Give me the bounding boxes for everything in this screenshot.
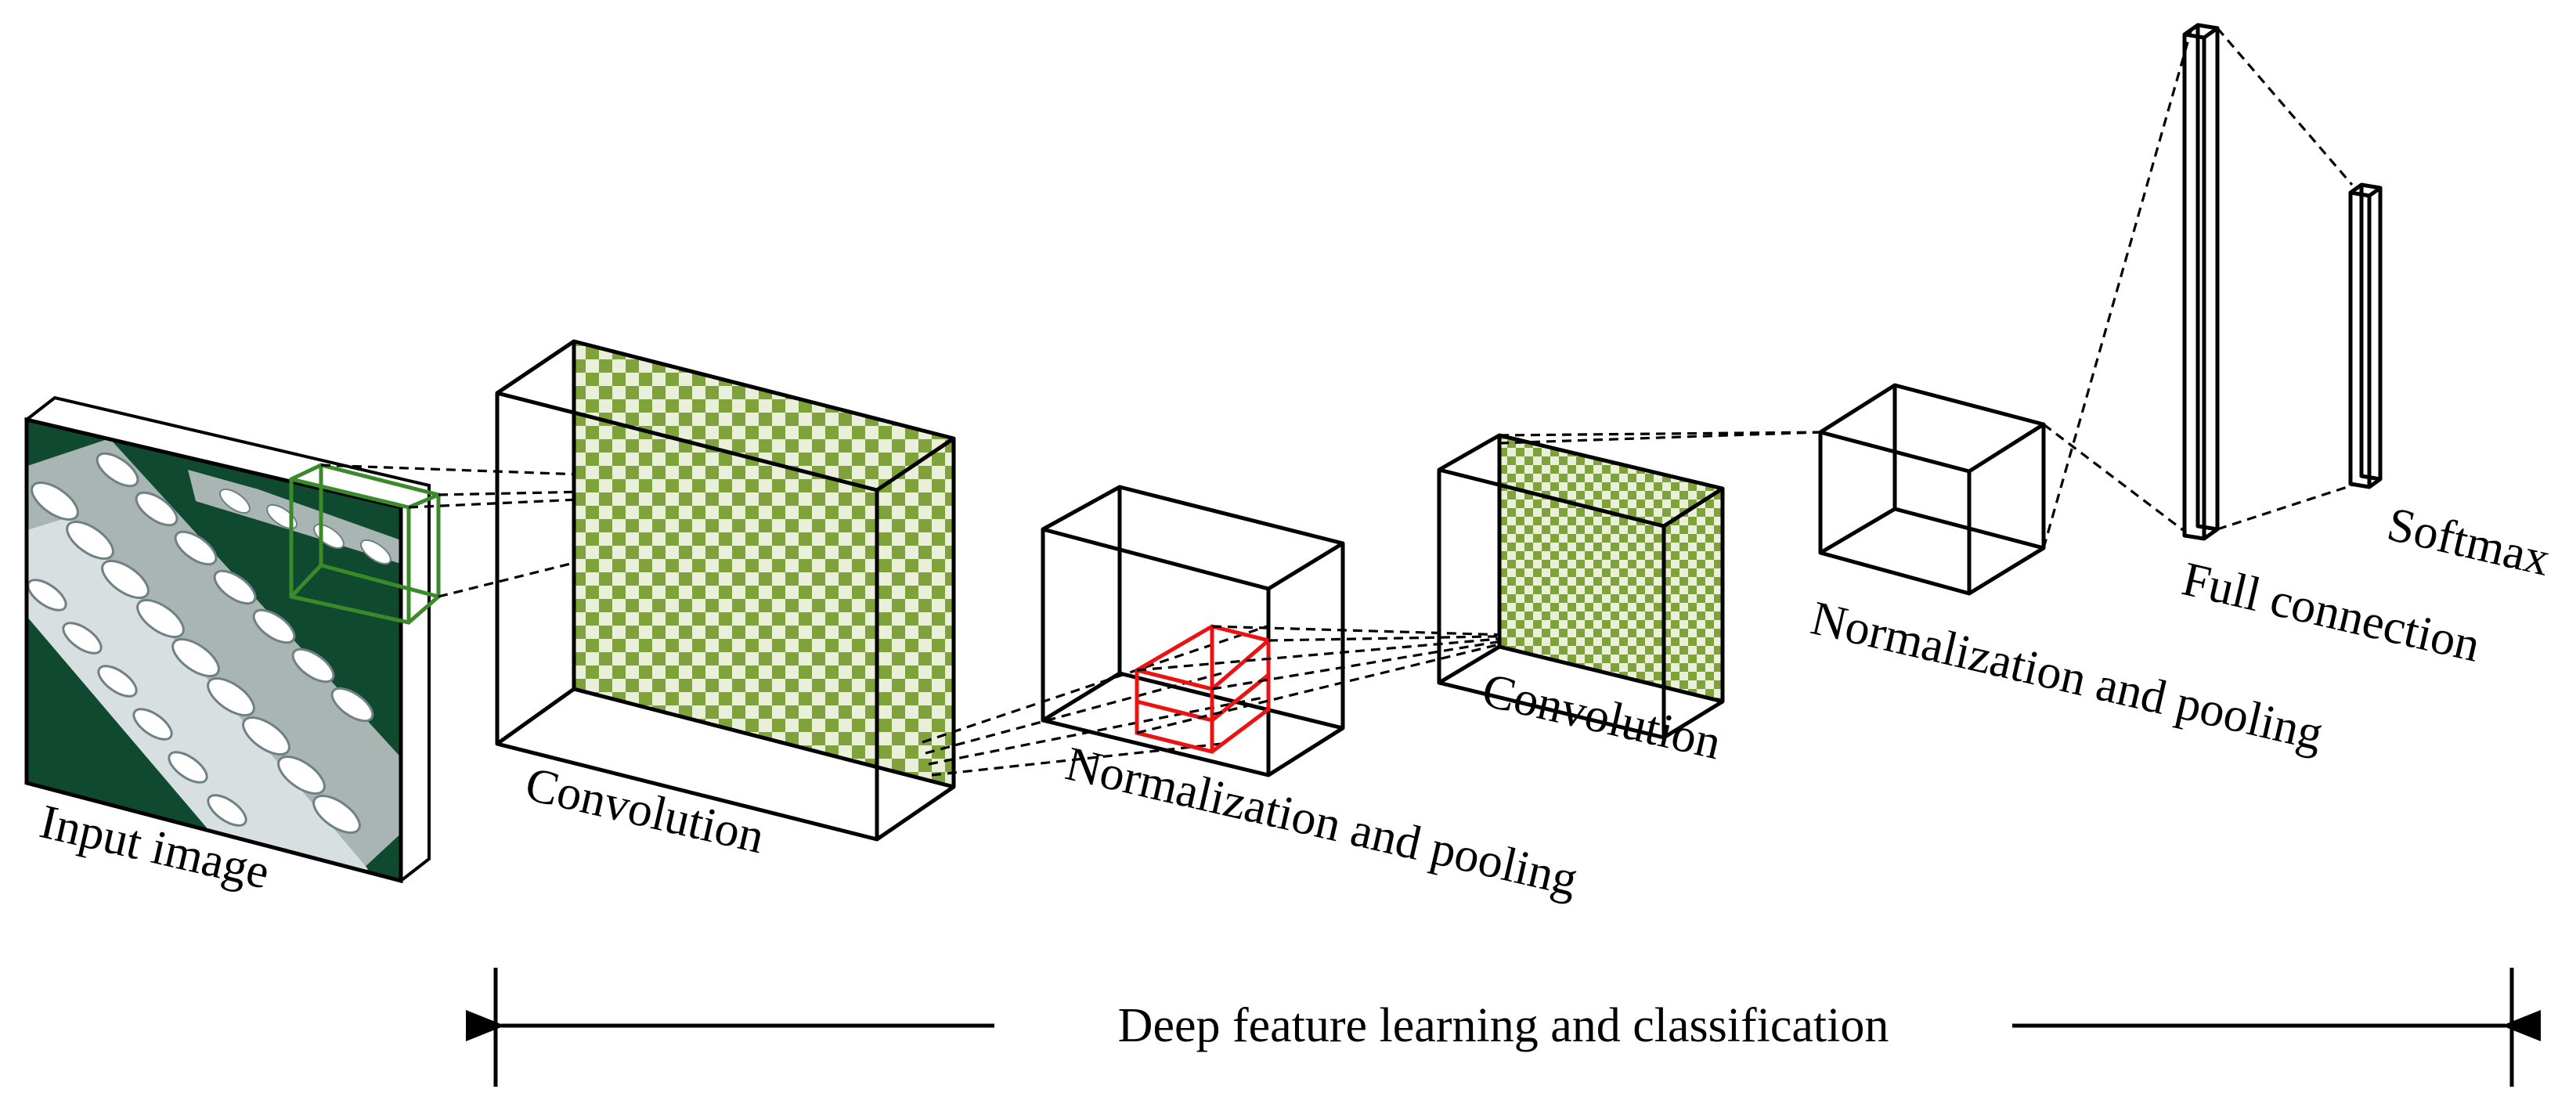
pool1-block bbox=[1041, 485, 1345, 777]
softmax-layer bbox=[2348, 182, 2383, 489]
dashed-projection-3 bbox=[1136, 625, 1535, 734]
conv1-block bbox=[495, 339, 956, 842]
dashed-projection-6 bbox=[2216, 27, 2354, 531]
label-softmax: Softmax bbox=[2383, 497, 2555, 586]
label-full-connection: Full connection bbox=[2177, 552, 2485, 672]
full-connection-layer bbox=[2182, 23, 2220, 541]
dashed-projection-5 bbox=[2042, 31, 2192, 549]
input-image bbox=[24, 395, 441, 884]
span-arrow bbox=[466, 968, 2541, 1087]
label-deep-feature-span: Deep feature learning and classification bbox=[1118, 999, 1889, 1052]
dashed-projection-4 bbox=[1499, 431, 1821, 445]
pool2-block bbox=[1818, 383, 2046, 596]
label-pool1: Normalization and pooling bbox=[1061, 737, 1582, 907]
conv2-block bbox=[1437, 433, 1725, 740]
receptive-field-red bbox=[1135, 624, 1271, 754]
label-conv1: Convolution bbox=[521, 757, 769, 864]
